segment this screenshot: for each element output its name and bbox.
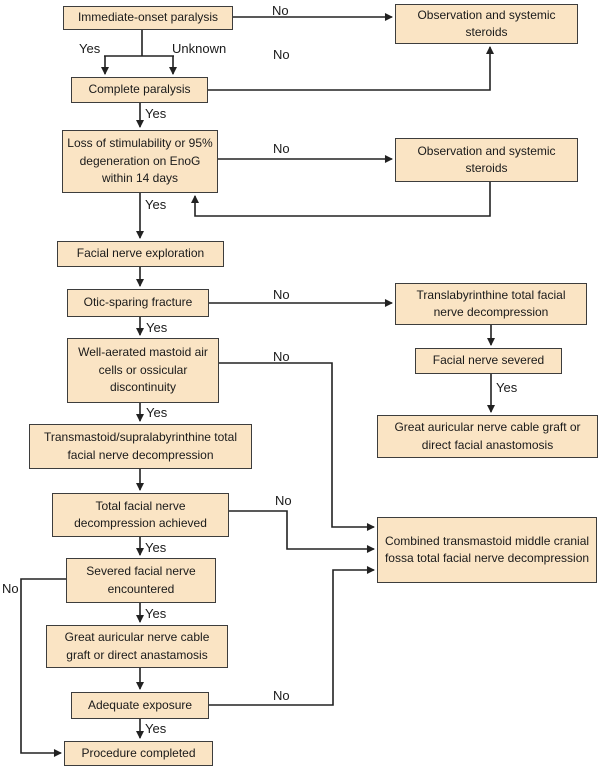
node-facial-nerve-severed: Facial nerve severed [415,348,562,374]
node-observation-steroids-1: Observation and systemic steroids [395,4,578,44]
edge-label-yes-severed: Yes [496,380,518,395]
edge-label-yes-immediate: Yes [79,41,101,56]
node-severed-nerve-encountered: Severed facial nerve encountered [66,558,216,603]
node-graft-or-anastamosis: Great auricular nerve cable graft or dir… [46,625,228,668]
node-transmastoid-decompression: Transmastoid/supralabyrinthine total fac… [29,424,252,469]
edge-label-no-wellaerated: No [273,349,290,364]
edge-label-yes-adequate: Yes [145,721,167,736]
node-well-aerated-mastoid: Well-aerated mastoid air cells or ossicu… [67,338,219,403]
edge-label-yes-totaldecompression: Yes [145,540,167,555]
node-translabyrinthine-decompression: Translabyrinthine total facial nerve dec… [395,283,587,325]
node-total-decompression-achieved: Total facial nerve decompression achieve… [52,493,229,537]
node-facial-nerve-exploration: Facial nerve exploration [57,241,224,267]
edge-label-yes-complete: Yes [145,106,167,121]
node-combined-decompression: Combined transmastoid middle cranial fos… [377,517,597,583]
edge-severedencountered-no [20,578,66,757]
node-procedure-completed: Procedure completed [64,741,213,766]
edge-label-yes-otic: Yes [146,320,168,335]
edge-totaldecompression-no [229,510,375,553]
node-adequate-exposure: Adequate exposure [71,692,209,719]
node-observation-steroids-2: Observation and systemic steroids [395,138,578,182]
edge-label-yes-severedencountered: Yes [145,606,167,621]
node-complete-paralysis: Complete paralysis [71,77,208,103]
edge-wellaerated-no [219,362,375,531]
edge-observation2-feedback [191,182,491,217]
edge-label-yes-wellaerated: Yes [146,405,168,420]
edge-label-no-enog: No [273,141,290,156]
edge-label-no-otic: No [273,287,290,302]
node-graft-or-facial-anastomosis: Great auricular nerve cable graft or dir… [377,415,598,458]
node-immediate-onset-paralysis: Immediate-onset paralysis [63,6,233,30]
edge-complete-no [208,46,494,91]
edge-label-yes-enog: Yes [145,197,167,212]
edge-label-no-severedencountered: No [2,581,19,596]
node-enog-degeneration: Loss of stimulability or 95% degeneratio… [62,130,218,193]
edge-label-no-immediate: No [272,3,289,18]
edge-label-no-complete: No [273,47,290,62]
edge-label-no-adequate: No [273,688,290,703]
edge-label-no-totaldecompression: No [275,493,292,508]
edge-adequate-no [209,566,375,706]
node-otic-sparing-fracture: Otic-sparing fracture [67,289,209,317]
edge-label-unknown-immediate: Unknown [172,41,227,56]
